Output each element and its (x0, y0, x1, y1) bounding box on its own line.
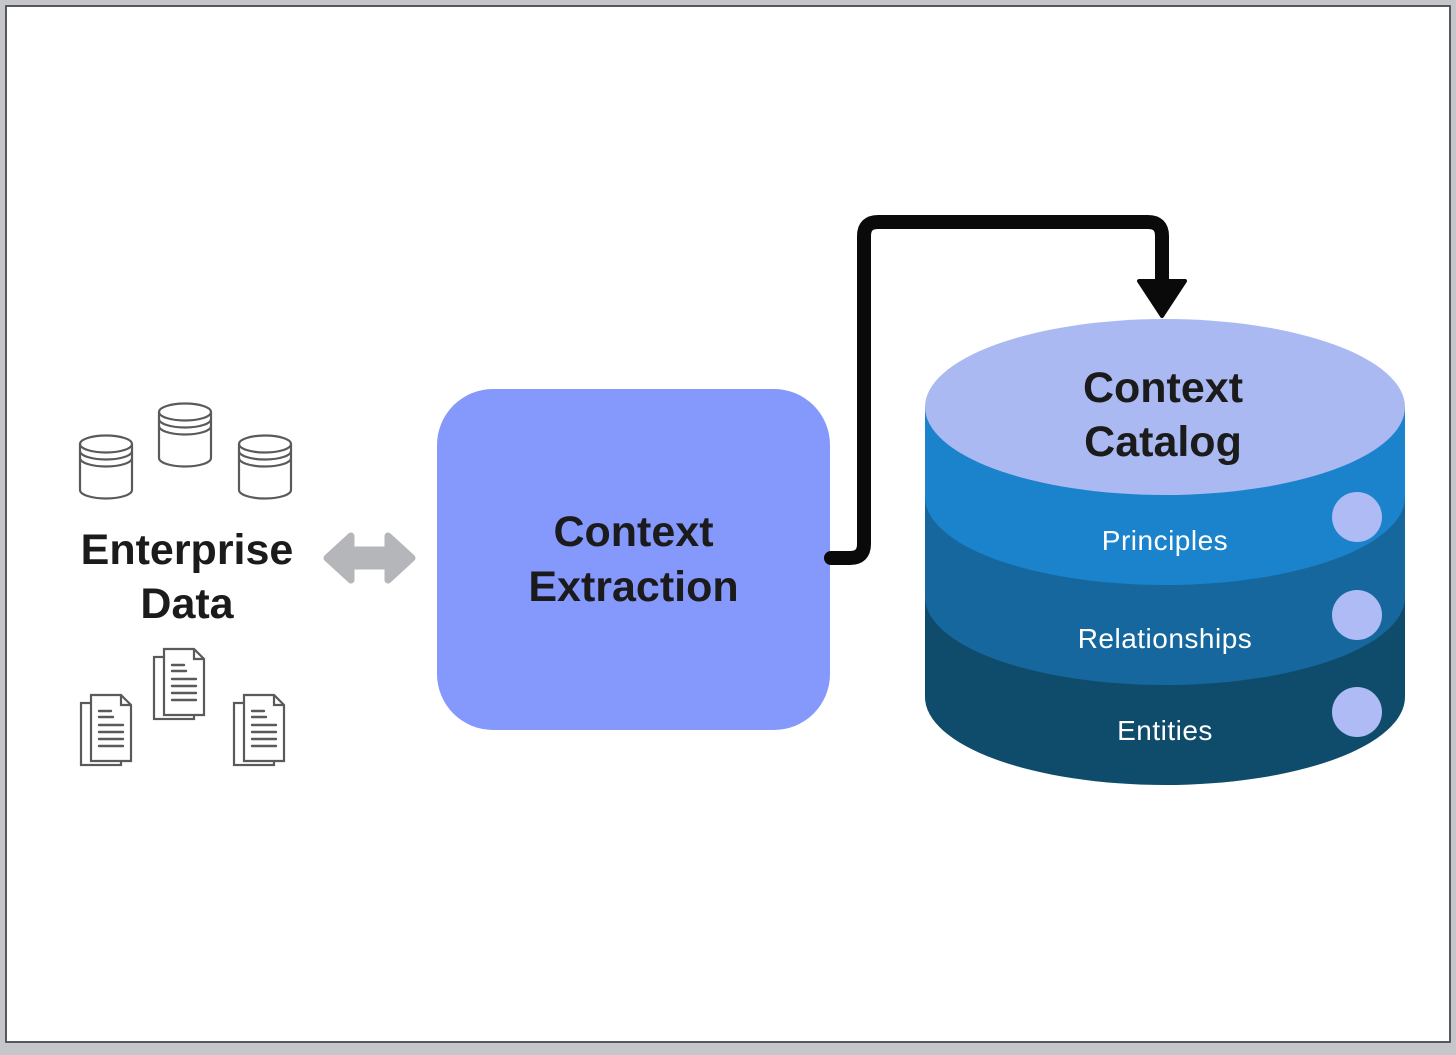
context-extraction-label-line2: Extraction (528, 562, 739, 611)
double-headed-arrow-icon (323, 532, 416, 584)
database-icon (237, 434, 293, 500)
context-extraction-box (437, 389, 830, 730)
layer-label-entities: Entities (1117, 715, 1213, 746)
enterprise-data-label-line2: Data (140, 580, 234, 629)
document-icon (232, 693, 286, 767)
layer-bullet (1332, 492, 1382, 542)
catalog-top-ellipse (925, 319, 1405, 495)
context-catalog-title-line2: Catalog (1084, 418, 1242, 467)
layer-label-principles: Principles (1101, 525, 1229, 556)
layer-bullet (1332, 687, 1382, 737)
layer-label-relationships: Relationships (1077, 623, 1253, 654)
context-extraction-label-line1: Context (553, 508, 714, 557)
context-catalog-title-line1: Context (1082, 364, 1244, 412)
diagram-canvas: Enterprise Data Context Extraction (5, 5, 1451, 1043)
enterprise-data-label-line1: Enterprise (80, 526, 294, 574)
elbow-arrow-down-icon (824, 215, 1187, 565)
enterprise-data-label: Enterprise Data (7, 523, 367, 631)
document-icon (152, 647, 206, 721)
database-icon (78, 434, 134, 500)
context-extraction-label: Context Extraction (437, 389, 830, 730)
database-icon (157, 402, 213, 468)
layer-bullet (1332, 590, 1382, 640)
context-catalog-cylinder (925, 319, 1405, 785)
diagram-shapes (323, 215, 1405, 785)
context-catalog-title: Context Catalog (963, 361, 1363, 469)
document-icon (79, 693, 133, 767)
